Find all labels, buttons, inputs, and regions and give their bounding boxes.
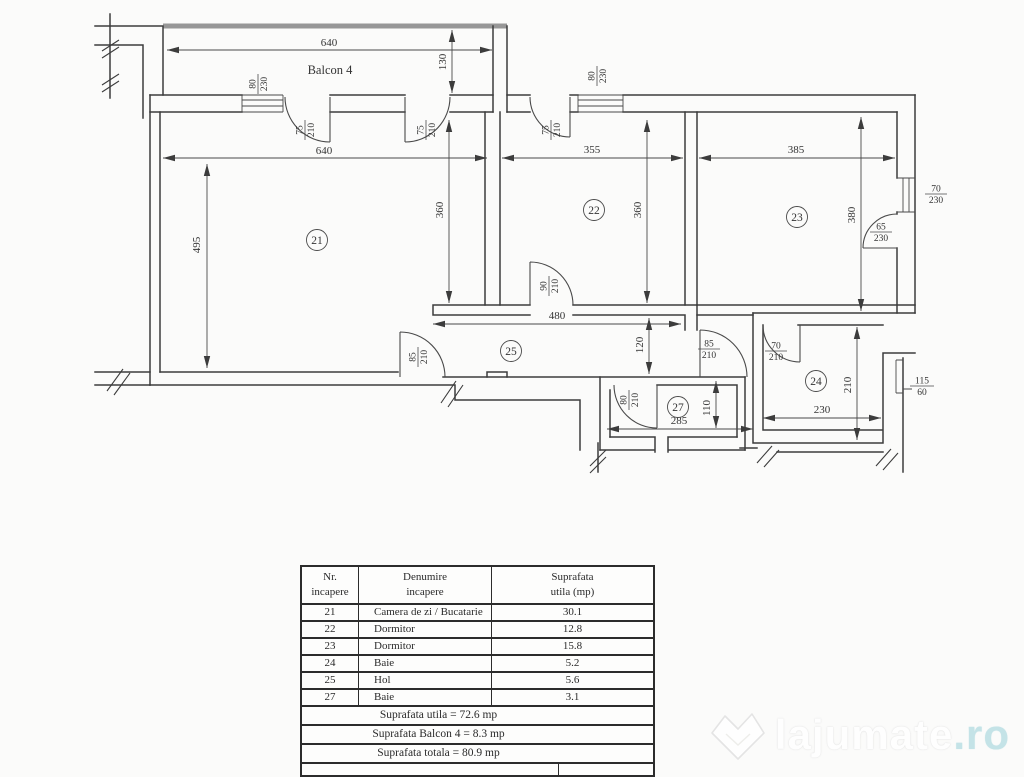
label-bath24-window: 115 60 (910, 377, 934, 398)
room-21: 21 (306, 229, 328, 251)
dimension-labels: 640 130 640 355 385 495 360 360 380 480 … (191, 37, 858, 427)
svg-text:115: 115 (915, 377, 929, 387)
dim-living-height: 495 (191, 236, 203, 253)
table-row: 25 Hol 5.6 (302, 672, 653, 690)
floor-plan: 640 130 640 355 385 495 360 360 380 480 … (94, 13, 947, 474)
label-bath27-door: 80 210 (620, 390, 641, 410)
watermark-tld: .ro (953, 711, 1010, 758)
svg-text:75: 75 (296, 125, 306, 135)
dim-hall-width: 480 (549, 310, 566, 322)
dim-room24-width: 230 (814, 404, 831, 416)
dim-room21-right: 360 (434, 201, 446, 218)
table-row: 21 Camera de zi / Bucatarie 30.1 (302, 604, 653, 622)
label-room22-door: 75 210 (542, 120, 563, 140)
summary-balcon: Suprafata Balcon 4 = 8.3 mp (302, 726, 653, 745)
svg-text:210: 210 (553, 123, 563, 138)
dim-balcony-depth: 130 (437, 53, 449, 70)
svg-text:25: 25 (505, 346, 517, 358)
svg-text:24: 24 (810, 376, 822, 388)
dim-room23-width: 385 (788, 144, 805, 156)
label-living-door: 85 210 (409, 347, 430, 367)
svg-text:230: 230 (874, 234, 889, 244)
svg-text:70: 70 (771, 342, 781, 352)
svg-text:70: 70 (931, 185, 941, 195)
watermark: lajumate.ro (709, 708, 1010, 762)
label-vestibule-door: 85 210 (698, 340, 720, 361)
svg-text:22: 22 (588, 205, 600, 217)
svg-text:85: 85 (409, 352, 419, 362)
table-row: 24 Baie 5.2 (302, 655, 653, 673)
svg-text:90: 90 (540, 281, 550, 291)
door-arcs (284, 96, 898, 429)
table-row: 23 Dormitor 15.8 (302, 638, 653, 656)
svg-text:210: 210 (307, 123, 317, 138)
svg-text:210: 210 (631, 393, 641, 408)
svg-text:21: 21 (311, 235, 323, 247)
label-room23-window: 70 230 (925, 185, 947, 206)
dimension-lines (163, 30, 895, 440)
label-balcony-door-right: 75 210 (417, 120, 438, 140)
summary-utila: Suprafata utila = 72.6 mp (302, 707, 653, 726)
dim-hall-depth: 120 (634, 336, 646, 353)
room-24: 24 (805, 370, 827, 392)
label-kitchen-door: 90 210 (540, 276, 561, 296)
svg-text:80: 80 (588, 71, 598, 81)
room-23: 23 (786, 206, 808, 228)
dim-room24-height: 210 (842, 376, 854, 393)
svg-text:210: 210 (420, 350, 430, 365)
watermark-name: lajumate (774, 711, 954, 758)
room-27: 27 (667, 396, 689, 418)
dim-bath27-depth: 110 (701, 399, 713, 416)
svg-text:230: 230 (929, 196, 944, 206)
label-balcony-window: 80 230 (249, 74, 270, 94)
table-row: 22 Dormitor 12.8 (302, 621, 653, 639)
svg-text:75: 75 (542, 125, 552, 135)
room-numbers: 21 22 23 24 25 27 (306, 199, 827, 418)
room-22: 22 (583, 199, 605, 221)
dim-living-width: 640 (316, 145, 333, 157)
svg-text:80: 80 (249, 79, 259, 89)
svg-text:80: 80 (620, 395, 630, 405)
dim-room23-right: 380 (846, 206, 858, 223)
dim-room22-width: 355 (584, 144, 601, 156)
opening-labels: 80 230 75 210 75 210 80 230 75 210 70 23… (249, 66, 947, 410)
walls (94, 13, 916, 473)
table-row: 27 Baie 3.1 (302, 689, 653, 707)
label-bath24-door: 70 210 (765, 342, 787, 363)
label-balcony-door-left: 75 210 (296, 120, 317, 140)
svg-text:27: 27 (672, 402, 684, 414)
summary-totala: Suprafata totala = 80.9 mp (302, 745, 653, 764)
svg-text:23: 23 (791, 212, 803, 224)
svg-text:210: 210 (769, 353, 784, 363)
table-partial-row (302, 763, 653, 775)
svg-text:85: 85 (704, 340, 714, 350)
label-room23-door: 65 230 (870, 223, 892, 244)
header-nr: Nr.incapere (302, 567, 359, 603)
room-25: 25 (500, 340, 522, 362)
svg-text:210: 210 (428, 123, 438, 138)
svg-text:210: 210 (702, 351, 717, 361)
lajumate-logo-icon (711, 713, 765, 760)
dim-room22-right: 360 (632, 201, 644, 218)
wall-break-marks (101, 39, 899, 474)
svg-text:230: 230 (260, 77, 270, 92)
balcony-label: Balcon 4 (308, 63, 354, 77)
svg-text:75: 75 (417, 125, 427, 135)
dim-balcony-width: 640 (321, 37, 338, 49)
label-room22-window: 80 230 (588, 66, 609, 86)
dim-bath27-width: 285 (671, 415, 688, 427)
svg-text:210: 210 (551, 279, 561, 294)
svg-text:65: 65 (876, 223, 886, 233)
svg-text:60: 60 (917, 388, 927, 398)
svg-text:230: 230 (599, 69, 609, 84)
